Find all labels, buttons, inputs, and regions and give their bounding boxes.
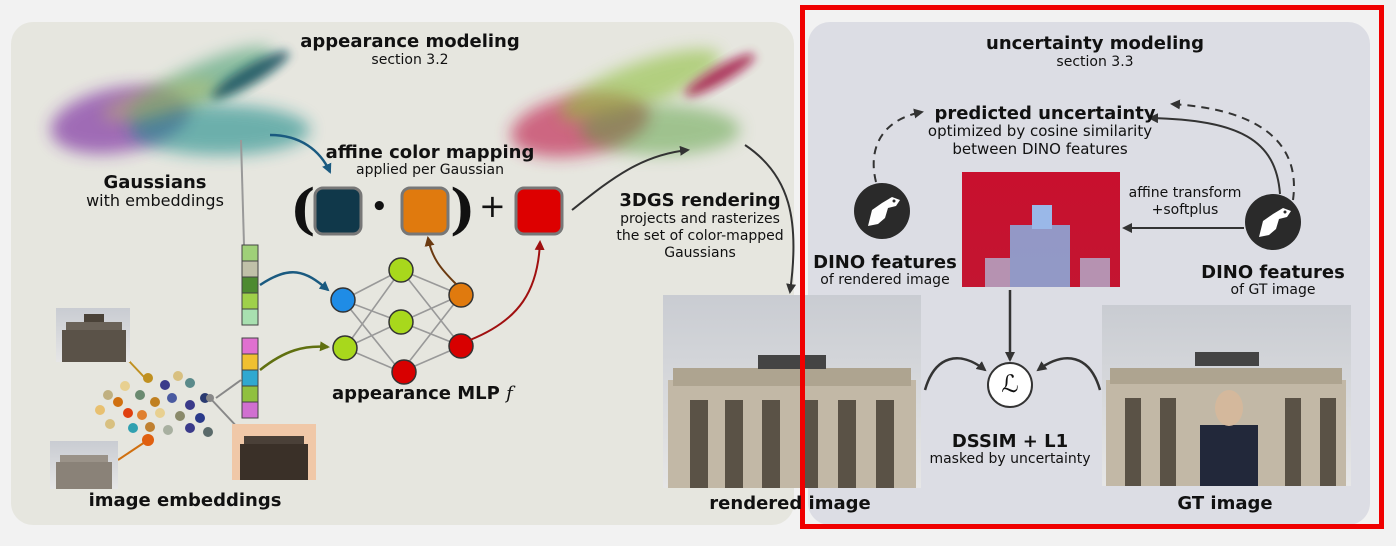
image-embedding-vector bbox=[241, 337, 259, 419]
affine-formula bbox=[313, 186, 564, 236]
image-embeddings-scatter bbox=[95, 359, 241, 461]
gaussian-embedding-vector bbox=[241, 244, 259, 326]
appearance-title: appearance modeling bbox=[300, 31, 520, 52]
training-photo-1 bbox=[56, 308, 130, 362]
mlp-label: appearance MLP f bbox=[332, 383, 513, 404]
predicted-uncertainty-desc-1: optimized by cosine similarity bbox=[927, 122, 1153, 140]
rendering-desc-1: projects and rasterizes bbox=[620, 211, 780, 227]
predicted-uncertainty-desc-2: between DINO features bbox=[952, 140, 1128, 158]
dino-rendered-subtitle: of rendered image bbox=[820, 272, 950, 288]
training-photo-2 bbox=[50, 441, 118, 489]
loss-title: DSSIM + L1 bbox=[951, 431, 1069, 452]
mlp-symbol: f bbox=[506, 383, 513, 404]
training-photo-3 bbox=[232, 424, 316, 480]
dino-rendered-icon bbox=[854, 183, 910, 239]
affine-title: affine color mapping bbox=[325, 142, 535, 163]
dino-gt-subtitle: of GT image bbox=[1230, 282, 1316, 298]
loss-subtitle: masked by uncertainty bbox=[929, 451, 1091, 467]
color-mapped-gaussians-blob bbox=[510, 49, 755, 157]
rendered-image-photo bbox=[663, 295, 921, 488]
appearance-mlp bbox=[330, 257, 474, 385]
formula-plus: + bbox=[479, 187, 506, 225]
uncertainty-title: uncertainty modeling bbox=[986, 33, 1204, 54]
transform-line-2: +softplus bbox=[1151, 202, 1219, 218]
rendering-desc-2: the set of color-mapped bbox=[616, 228, 784, 244]
image-embeddings-label: image embeddings bbox=[88, 490, 282, 511]
dino-gt-icon bbox=[1245, 194, 1301, 250]
affine-subtitle: applied per Gaussian bbox=[355, 162, 505, 178]
dino-gt-title: DINO features bbox=[1201, 262, 1345, 283]
gt-image-photo bbox=[1102, 305, 1351, 486]
gaussians-title: Gaussians bbox=[103, 172, 207, 193]
rendering-title: 3DGS rendering bbox=[619, 190, 781, 211]
predicted-uncertainty-title: predicted uncertainty bbox=[934, 103, 1156, 124]
formula-open-paren: ( bbox=[290, 177, 316, 241]
gaussians-blob bbox=[50, 46, 310, 155]
loss-symbol: ℒ bbox=[1001, 370, 1019, 398]
transform-line-1: affine transform bbox=[1128, 185, 1242, 201]
formula-close-paren: ) bbox=[450, 177, 476, 241]
dino-rendered-title: DINO features bbox=[813, 252, 957, 273]
uncertainty-section: section 3.3 bbox=[1056, 54, 1134, 70]
uncertainty-map bbox=[962, 172, 1120, 287]
appearance-section: section 3.2 bbox=[371, 52, 449, 68]
gaussians-subtitle: with embeddings bbox=[86, 191, 224, 210]
loss-node bbox=[987, 362, 1033, 408]
rendered-image-label: rendered image bbox=[709, 493, 871, 514]
rendering-desc-3: Gaussians bbox=[664, 245, 736, 261]
gt-image-label: GT image bbox=[1177, 493, 1273, 514]
formula-dot: • bbox=[371, 192, 388, 222]
uncertainty-highlight-frame bbox=[800, 5, 1384, 529]
